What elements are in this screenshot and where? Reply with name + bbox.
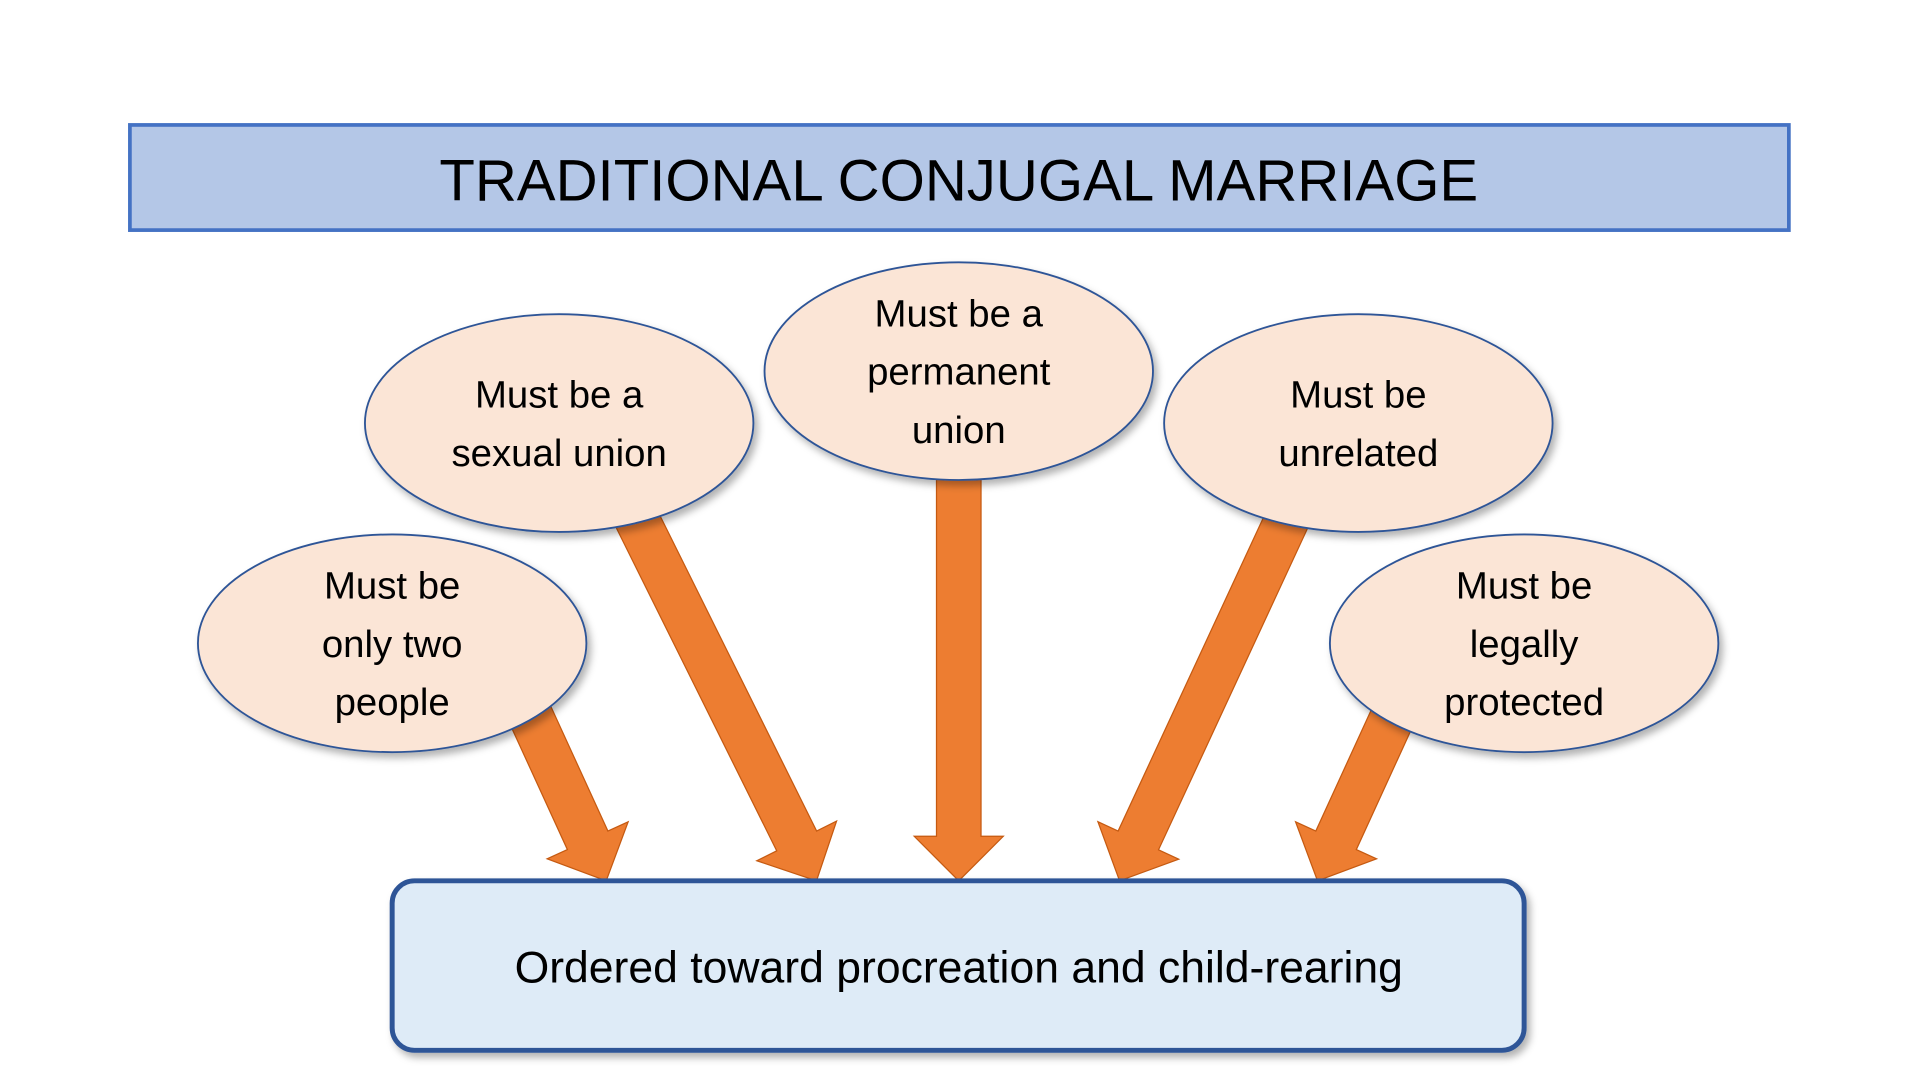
requirement-ellipse — [1328, 533, 1720, 754]
outcome-text: Ordered toward procreation and child-rea… — [515, 943, 1403, 992]
requirement-text-line: union — [912, 409, 1006, 452]
outcome-box: Ordered toward procreation and child-rea… — [389, 878, 1527, 1053]
arrows — [504, 475, 1420, 882]
requirement-text-line: people — [335, 681, 450, 724]
requirement-3: Must be a permanent union — [763, 261, 1154, 481]
requirement-2: Must be a sexual union — [364, 313, 755, 533]
arrow-3 — [912, 475, 1005, 882]
requirement-text-line: Must be — [1290, 374, 1426, 417]
requirement-text-line: protected — [1444, 681, 1604, 724]
requirement-text-line: sexual union — [452, 432, 667, 475]
requirement-ellipse — [364, 313, 755, 533]
requirement-text-line: Must be — [1456, 565, 1592, 608]
requirement-ellipses: Must be only two people Must be a sexual uni… — [197, 261, 1720, 754]
requirement-text-line: Must be a — [875, 293, 1044, 336]
title-text: TRADITIONAL CONJUGAL MARRIAGE — [439, 148, 1478, 213]
requirement-text-line: Must be a — [475, 374, 644, 417]
requirement-text-line: permanent — [867, 351, 1051, 394]
arrow-1 — [504, 695, 630, 882]
requirement-ellipse — [1163, 313, 1554, 533]
arrow-2 — [610, 496, 838, 882]
requirement-text-line: legally — [1470, 623, 1580, 666]
requirement-ellipse — [197, 533, 588, 754]
requirement-text-line: unrelated — [1278, 432, 1438, 475]
requirement-text-line: Must be — [324, 565, 460, 608]
requirement-1: Must be only two people — [197, 533, 588, 754]
arrow-4 — [1096, 497, 1314, 882]
title-banner: TRADITIONAL CONJUGAL MARRIAGE — [128, 123, 1791, 232]
requirement-text-line: only two — [322, 623, 463, 666]
arrow-5 — [1294, 695, 1420, 882]
requirement-ellipse — [763, 261, 1154, 481]
requirement-5: Must be legally protected — [1328, 533, 1720, 754]
requirement-4: Must be unrelated — [1163, 313, 1554, 533]
